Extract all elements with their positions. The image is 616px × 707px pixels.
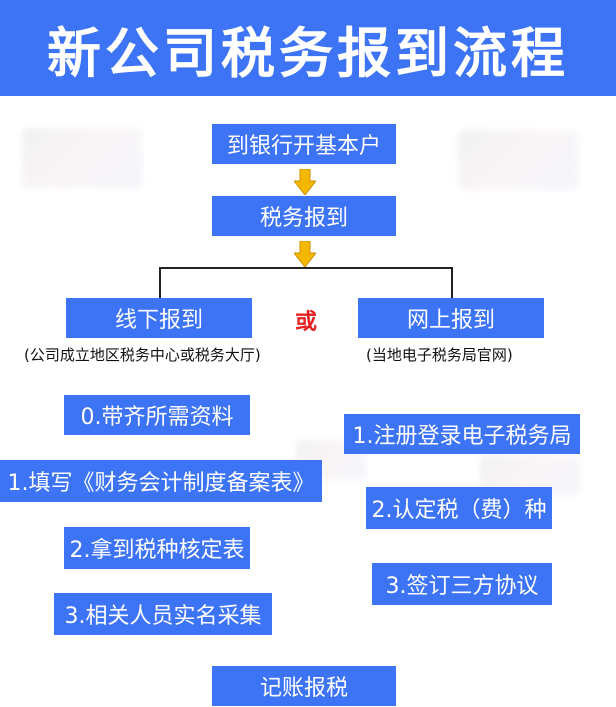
online-item-2: 2.认定税（费）种	[366, 487, 552, 529]
step-bank-account: 到银行开基本户	[212, 124, 396, 164]
step-bank-account-label: 到银行开基本户	[226, 134, 381, 159]
offline-item-1: 1.填写《财务会计制度备案表》	[0, 460, 322, 502]
online-item-1-label: 1.注册登录电子税务局	[352, 424, 572, 449]
title-banner: 新公司税务报到流程	[0, 0, 616, 96]
step-tax-report-label: 税务报到	[259, 206, 348, 231]
offline-item-2-label: 2.拿到税种核定表	[69, 538, 245, 563]
offline-item-3-label: 3.相关人员实名采集	[64, 604, 262, 629]
step-bookkeeping-label: 记账报税	[259, 676, 348, 701]
step-bookkeeping: 记账报税	[212, 666, 396, 706]
online-note: (当地电子税务局官网)	[366, 346, 513, 364]
down-arrow-icon	[294, 241, 316, 267]
online-item-3-label: 3.签订三方协议	[385, 574, 539, 599]
offline-note: (公司成立地区税务中心或税务大厅)	[24, 346, 261, 364]
online-item-1: 1.注册登录电子税务局	[344, 414, 580, 454]
step-tax-report: 税务报到	[212, 196, 396, 236]
online-item-2-label: 2.认定税（费）种	[371, 498, 547, 523]
offline-item-1-label: 1.填写《财务会计制度备案表》	[7, 471, 315, 496]
online-item-3: 3.签订三方协议	[372, 563, 552, 605]
offline-report-box: 线下报到	[66, 298, 252, 338]
watermark-blur	[22, 128, 142, 188]
offline-report-label: 线下报到	[114, 308, 203, 333]
online-report-box: 网上报到	[358, 298, 544, 338]
page-title: 新公司税务报到流程	[47, 21, 569, 85]
offline-item-0-label: 0.带齐所需资料	[80, 405, 234, 430]
offline-item-2: 2.拿到税种核定表	[64, 527, 250, 569]
branch-line	[159, 267, 453, 298]
or-label: 或	[295, 310, 318, 335]
offline-item-3: 3.相关人员实名采集	[54, 593, 272, 635]
down-arrow-icon	[294, 169, 316, 195]
offline-item-0: 0.带齐所需资料	[64, 395, 250, 435]
watermark-blur	[458, 130, 578, 190]
online-report-label: 网上报到	[406, 308, 495, 333]
